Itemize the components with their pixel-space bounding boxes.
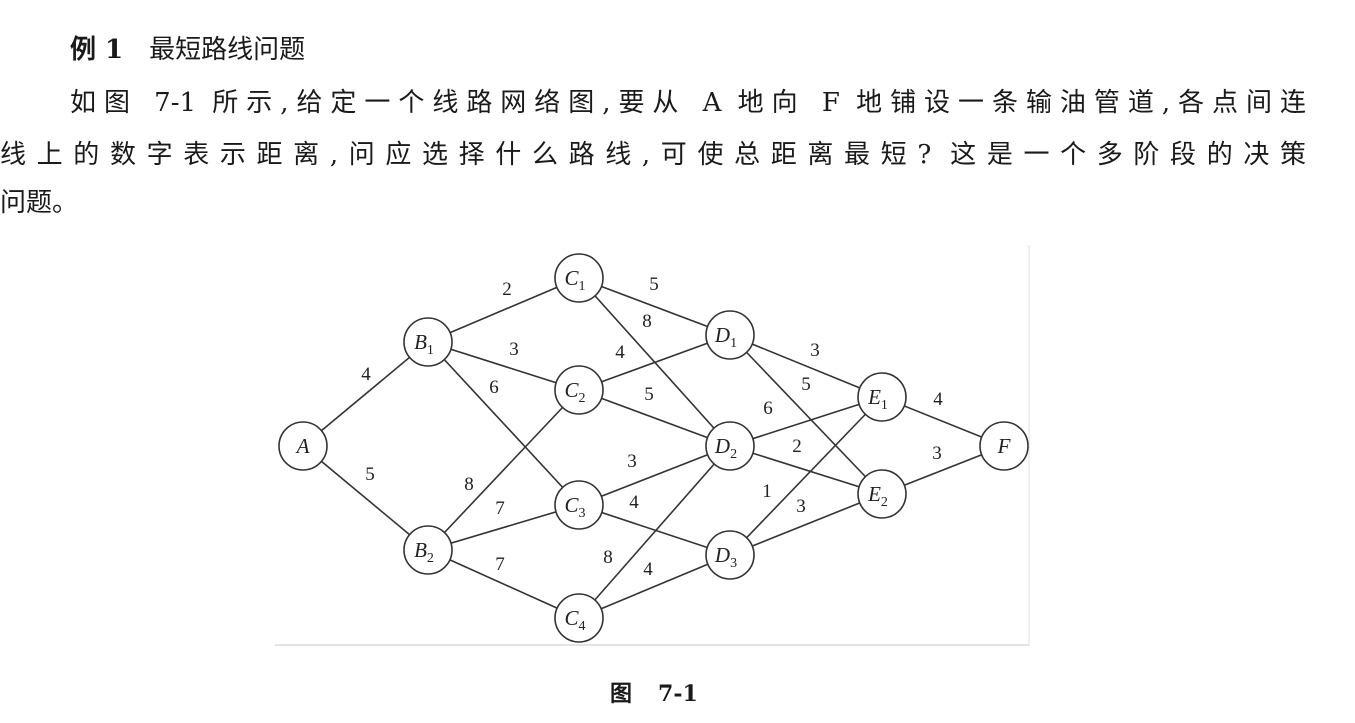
node-circle	[554, 253, 604, 303]
node-circle	[403, 525, 453, 575]
edge-C4-D2	[578, 445, 731, 619]
node-label: D1	[714, 323, 737, 351]
node-C4: C4	[554, 593, 604, 643]
edge-D2-E2	[729, 445, 883, 495]
figure-caption: 图 7-1	[610, 676, 698, 708]
edge-weight-label: 5	[365, 464, 375, 485]
edge-weight-label: 6	[763, 398, 773, 419]
node-label: E1	[867, 385, 888, 413]
node-label: C4	[564, 606, 585, 634]
node-circle	[705, 530, 755, 580]
edge-weight-label: 6	[489, 377, 499, 398]
edge-A-B2	[302, 445, 429, 551]
node-D1: D1	[705, 310, 755, 360]
edge-A-B1	[302, 341, 429, 447]
node-C3: C3	[554, 480, 604, 530]
edge-B1-C3	[427, 341, 580, 506]
edge-weight-label: 5	[649, 274, 659, 295]
edge-weight-label: 4	[643, 559, 653, 580]
node-label: C1	[564, 266, 585, 294]
edge-D3-E1	[729, 396, 883, 556]
node-D3: D3	[705, 530, 755, 580]
node-B1: B1	[403, 317, 453, 367]
edge-weight-label: 7	[495, 554, 505, 575]
edge-weight-label: 4	[629, 492, 639, 513]
node-E1: E1	[857, 372, 907, 422]
edge-C3-D2	[578, 445, 731, 506]
edge-weight-label: 7	[495, 498, 505, 519]
edge-weight-label: 3	[627, 451, 637, 472]
edge-D1-E1	[729, 334, 883, 398]
edge-weight-label: 3	[796, 496, 806, 517]
node-label: C2	[564, 378, 585, 406]
edge-weight-label: 3	[509, 339, 519, 360]
caption-number: 7-1	[658, 681, 698, 707]
node-circle	[403, 317, 453, 367]
edge-C1-D1	[578, 277, 731, 336]
node-D2: D2	[705, 421, 755, 471]
paragraph-line-2: 线上的数字表示距离,问应选择什么路线,可使总距离最短? 这是一个多阶段的决策	[0, 140, 1306, 170]
node-C1: C1	[554, 253, 604, 303]
edge-weight-label: 4	[615, 342, 625, 363]
edge-weight-label: 5	[801, 374, 811, 395]
example-heading: 例 1 最短路线问题	[70, 33, 305, 67]
node-label: D2	[714, 434, 737, 462]
node-B2: B2	[403, 525, 453, 575]
example-label: 例 1	[70, 35, 124, 65]
caption-prefix: 图	[610, 681, 633, 707]
edge-weight-label: 2	[502, 279, 512, 300]
paragraph-line-3: 问题。	[0, 188, 79, 218]
node-label: B1	[414, 330, 434, 358]
node-C2: C2	[554, 365, 604, 415]
paragraph-line-1: 如图 7-1 所示,给定一个线路网络图,要从 A 地向 F 地铺设一条输油管道,…	[70, 88, 1306, 118]
node-label: D3	[714, 543, 737, 571]
edge-B2-C2	[427, 389, 580, 551]
edge-weight-label: 2	[792, 436, 802, 457]
node-label: C3	[564, 493, 585, 521]
edge-C3-D3	[578, 504, 731, 556]
edge-B1-C2	[427, 341, 580, 391]
edge-weight-label: 8	[464, 474, 474, 495]
node-label: E2	[867, 482, 888, 510]
edge-C2-D1	[578, 334, 731, 391]
node-circle	[857, 469, 907, 519]
edge-weight-label: 3	[810, 340, 820, 361]
node-label: B2	[414, 538, 434, 566]
edge-C2-D2	[578, 389, 731, 447]
node-F: F	[979, 421, 1029, 471]
edge-weight-label: 5	[644, 384, 654, 405]
node-label: F	[997, 434, 1011, 458]
edge-D3-E2	[729, 493, 883, 556]
node-circle	[705, 310, 755, 360]
edge-weight-label: 3	[932, 443, 942, 464]
edge-D1-E2	[729, 334, 883, 495]
node-circle	[979, 421, 1029, 471]
edge-weight-label: 4	[933, 389, 943, 410]
edge-B1-C1	[427, 277, 580, 343]
edge-weight-label: 1	[762, 481, 772, 502]
example-title: 最短路线问题	[149, 35, 306, 65]
edge-weight-label: 8	[642, 311, 652, 332]
edge-weight-label: 8	[603, 547, 613, 568]
node-circle	[554, 365, 604, 415]
node-E2: E2	[857, 469, 907, 519]
edge-weight-label: 4	[361, 364, 371, 385]
edge-B2-C3	[427, 504, 580, 551]
node-circle	[554, 593, 604, 643]
node-circle	[278, 421, 328, 471]
node-A: A	[278, 421, 328, 471]
node-label: A	[295, 434, 310, 458]
node-circle	[857, 372, 907, 422]
edge-B2-C4	[427, 549, 580, 619]
edge-C4-D3	[578, 554, 731, 619]
node-circle	[705, 421, 755, 471]
edge-D2-E1	[729, 396, 883, 447]
node-circle	[554, 480, 604, 530]
